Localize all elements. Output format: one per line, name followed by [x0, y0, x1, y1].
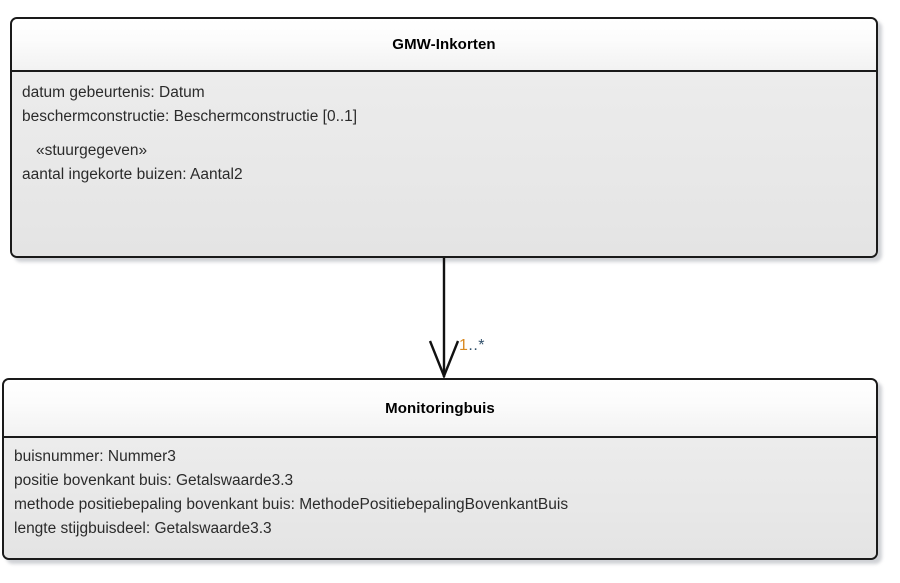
multiplicity-star: *: [478, 337, 486, 354]
attribute-row: beschermconstructie: Beschermconstructie…: [22, 108, 358, 125]
attribute-row: buisnummer: Nummer3: [14, 448, 176, 465]
class-header-gmw-inkorten: GMW-Inkorten: [12, 19, 876, 72]
attribute-row: lengte stijgbuisdeel: Getalswaarde3.3: [14, 520, 272, 537]
multiplicity-label: 1..*: [459, 337, 485, 355]
attribute-row: datum gebeurtenis: Datum: [22, 84, 205, 101]
uml-class-monitoringbuis[interactable]: Monitoringbuis buisnummer: Nummer3 posit…: [2, 378, 878, 560]
multiplicity-range: ..: [468, 337, 479, 354]
attribute-row: aantal ingekorte buizen: Aantal2: [22, 166, 243, 183]
class-title-monitoringbuis: Monitoringbuis: [385, 399, 495, 417]
class-attributes-monitoringbuis: buisnummer: Nummer3 positie bovenkant bu…: [4, 438, 876, 558]
multiplicity-number: 1: [459, 337, 469, 354]
class-header-monitoringbuis: Monitoringbuis: [4, 380, 876, 438]
class-title-gmw-inkorten: GMW-Inkorten: [392, 36, 496, 53]
attribute-row: methode positiebepaling bovenkant buis: …: [14, 496, 569, 513]
attribute-stereotype: «stuurgegeven»: [36, 142, 148, 159]
uml-class-gmw-inkorten[interactable]: GMW-Inkorten datum gebeurtenis: Datum be…: [10, 17, 878, 258]
attribute-row: positie bovenkant buis: Getalswaarde3.3: [14, 472, 294, 489]
connector-arrowhead-icon: [428, 340, 460, 380]
class-attributes-gmw-inkorten: datum gebeurtenis: Datum beschermconstru…: [12, 72, 876, 256]
